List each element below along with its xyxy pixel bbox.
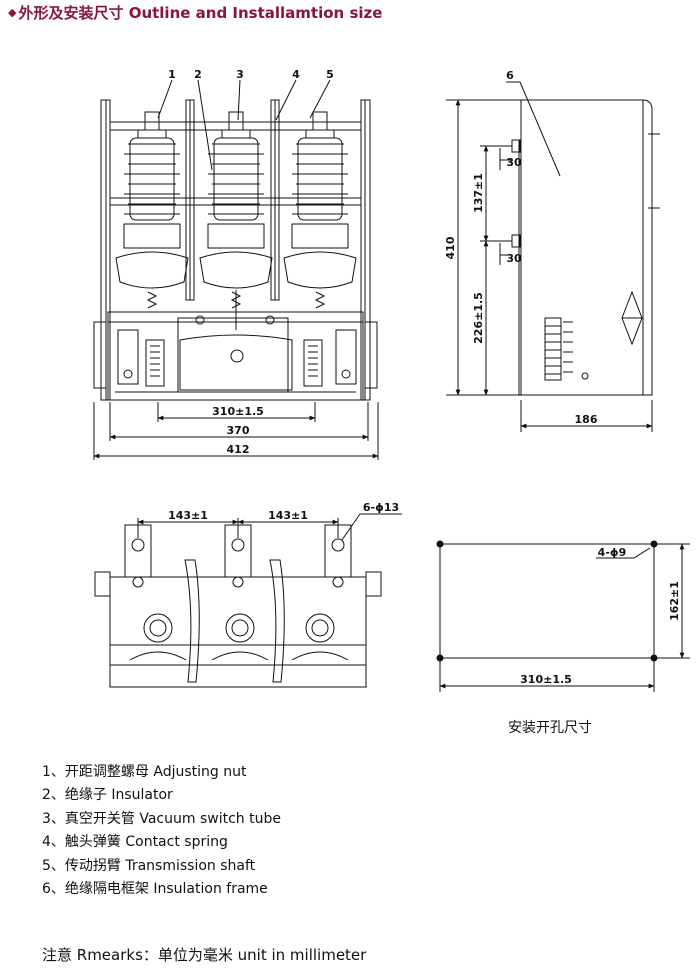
- dim-310-hole: 310±1.5: [520, 673, 572, 686]
- dim-226: 226±1.5: [472, 292, 485, 344]
- dim-186: 186: [575, 413, 598, 426]
- dim-30-upper: 30: [506, 156, 522, 169]
- page-title: ◆外形及安装尺寸 Outline and Installamtion size: [8, 2, 382, 23]
- dim-143-left: 143±1: [168, 509, 208, 522]
- dim-310-front: 310±1.5: [212, 405, 264, 418]
- dim-412: 412: [227, 443, 250, 456]
- top-view-labels: 143±1 143±1 6-ϕ13: [168, 501, 399, 522]
- dim-162: 162±1: [668, 581, 681, 621]
- legend-item: 2、绝缘子 Insulator: [42, 787, 173, 804]
- hole-pattern-labels: 4-ϕ9 162±1 310±1.5: [520, 546, 681, 686]
- legend-item: 1、开距调整螺母 Adjusting nut: [42, 764, 247, 780]
- dim-410: 410: [444, 236, 457, 259]
- top-view: [95, 514, 402, 687]
- dim-4-phi-9: 4-ϕ9: [598, 546, 627, 559]
- legend-item: 3、真空开关管 Vacuum switch tube: [42, 810, 281, 827]
- hole-pattern: [437, 541, 690, 692]
- insulator-pole: [284, 112, 356, 308]
- front-view: [93, 80, 379, 460]
- dim-370: 370: [227, 424, 250, 437]
- insulator-pole: [200, 112, 272, 308]
- side-view: [446, 82, 660, 432]
- front-view-labels: 1 2 3 4 5 310±1.5 370 412: [168, 68, 334, 456]
- dim-137: 137±1: [472, 173, 485, 213]
- part-number-1: 1: [168, 68, 176, 81]
- parts-legend: 1、开距调整螺母 Adjusting nut 2、绝缘子 Insulator 3…: [42, 761, 281, 901]
- remark-note: 注意 Rmearks：单位为毫米 unit in millimeter: [42, 946, 367, 964]
- hole-pattern-caption: 安装开孔尺寸: [508, 720, 592, 736]
- title-text: 外形及安装尺寸 Outline and Installamtion size: [18, 4, 383, 22]
- part-number-6: 6: [506, 69, 514, 82]
- dim-6-phi-13: 6-ϕ13: [363, 501, 399, 514]
- part-number-4: 4: [292, 68, 300, 81]
- dim-143-right: 143±1: [268, 509, 308, 522]
- legend-item: 4、触头弹簧 Contact spring: [42, 834, 228, 851]
- legend-item: 6、绝缘隔电框架 Insulation frame: [42, 881, 268, 898]
- part-number-2: 2: [194, 68, 202, 81]
- insulator-pole: [116, 112, 188, 308]
- dim-30-lower: 30: [506, 252, 522, 265]
- side-view-labels: 6 410 137±1 226±1.5 30 30 186: [444, 69, 598, 426]
- part-number-3: 3: [236, 68, 244, 81]
- legend-item: 5、传动拐臂 Transmission shaft: [42, 857, 256, 874]
- part-number-5: 5: [326, 68, 334, 81]
- title-bullet-icon: ◆: [8, 6, 17, 19]
